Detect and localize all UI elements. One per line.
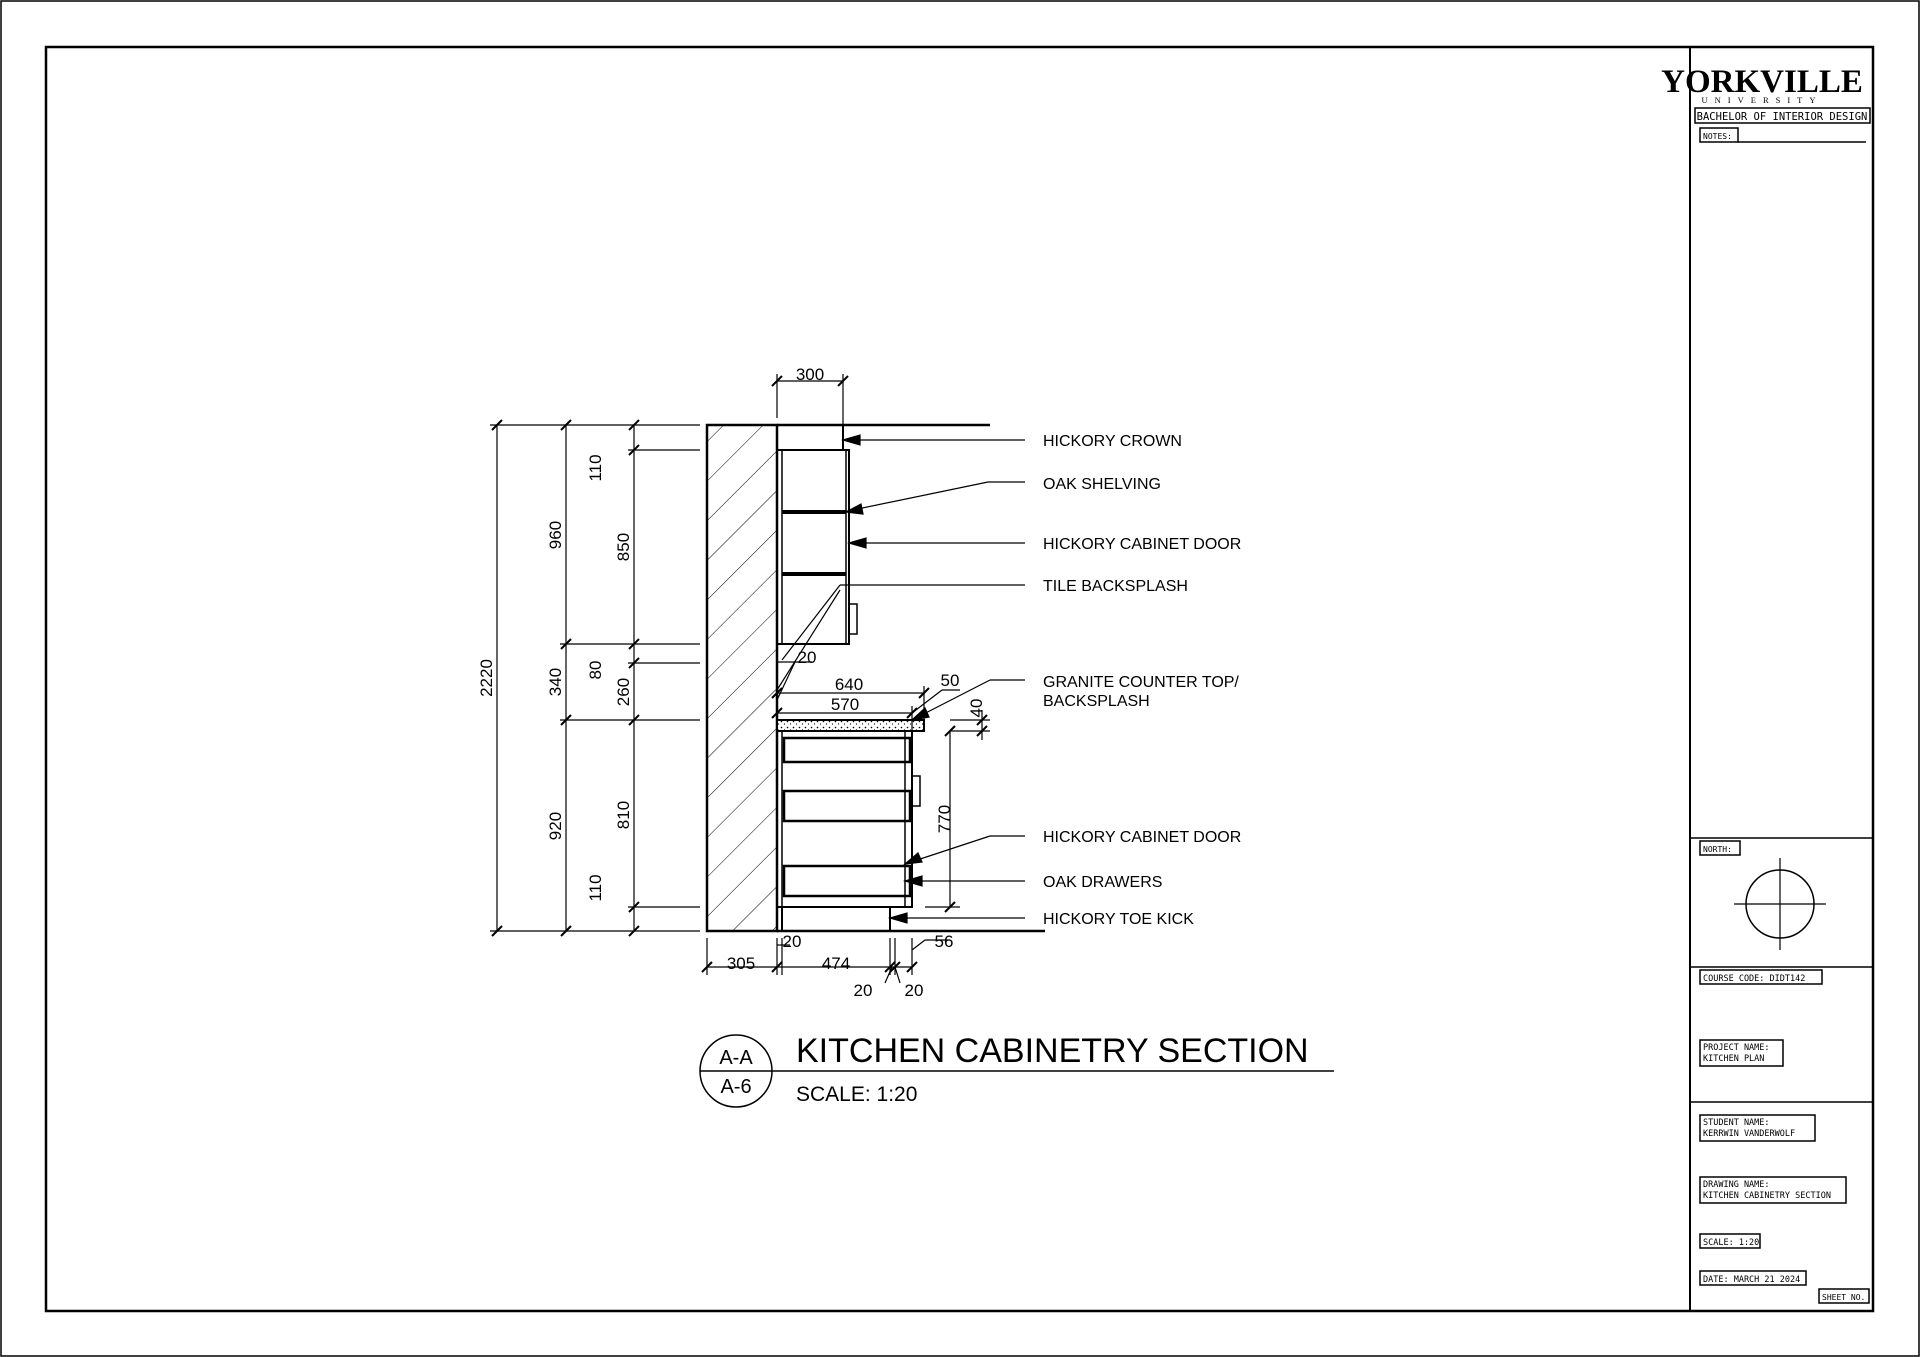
dim-20-bottom: 20 bbox=[783, 932, 802, 951]
drawing-name-label: DRAWING NAME: bbox=[1703, 1180, 1770, 1190]
callout-tile-backsplash: TILE BACKSPLASH bbox=[1043, 578, 1188, 595]
dim-474: 474 bbox=[822, 954, 850, 973]
upper-cabinet bbox=[776, 449, 850, 645]
course-code: COURSE CODE: DIDT142 bbox=[1703, 974, 1805, 984]
dim-20-right: 20 bbox=[905, 981, 924, 1000]
project-name-value: KITCHEN PLAN bbox=[1703, 1054, 1764, 1064]
dim-920: 920 bbox=[546, 812, 565, 840]
dim-340: 340 bbox=[546, 668, 565, 696]
inner-border bbox=[44, 45, 1875, 1313]
oak-drawer-2 bbox=[782, 789, 912, 823]
dim-305: 305 bbox=[727, 954, 755, 973]
callout-oak-shelving: OAK SHELVING bbox=[1043, 476, 1161, 493]
hickory-toe-kick bbox=[781, 906, 891, 932]
dim-20-left: 20 bbox=[854, 981, 873, 1000]
hickory-crown bbox=[776, 424, 844, 451]
program-name: BACHELOR OF INTERIOR DESIGN bbox=[1697, 111, 1868, 123]
logo-sub: UNIVERSITY bbox=[1702, 95, 1823, 105]
sheet-no-label: SHEET NO. bbox=[1822, 1293, 1865, 1302]
drawing-name-value: KITCHEN CABINETRY SECTION bbox=[1703, 1191, 1831, 1201]
dim-960: 960 bbox=[546, 521, 565, 549]
callout-labels: HICKORY CROWN OAK SHELVING HICKORY CABIN… bbox=[1043, 433, 1241, 928]
oak-drawer-1 bbox=[782, 736, 912, 764]
dim-56: 56 bbox=[935, 932, 954, 951]
drawing-title-block: A-A A-6 KITCHEN CABINETRY SECTION SCALE:… bbox=[699, 1032, 1334, 1108]
callout-granite-line-1: GRANITE COUNTER TOP/ bbox=[1043, 674, 1239, 691]
drawing-title: KITCHEN CABINETRY SECTION bbox=[796, 1032, 1309, 1070]
callout-leaders bbox=[781, 434, 1025, 924]
student-name-value: KERRWIN VANDERWOLF bbox=[1703, 1129, 1795, 1139]
callout-hickory-crown: HICKORY CROWN bbox=[1043, 433, 1182, 450]
dim-2220: 2220 bbox=[477, 659, 496, 697]
north-label: NORTH: bbox=[1703, 845, 1732, 854]
dimension-lines bbox=[490, 374, 990, 984]
dimension-labels: 300 2220 960 340 920 110 850 80 260 810 … bbox=[477, 365, 986, 1000]
callout-upper-cabinet-door: HICKORY CABINET DOOR bbox=[1043, 536, 1241, 553]
date-value: DATE: MARCH 21 2024 bbox=[1703, 1275, 1800, 1285]
section-tag-top: A-A bbox=[719, 1047, 753, 1069]
title-block: YORKVILLE UNIVERSITY BACHELOR OF INTERIO… bbox=[1661, 47, 1874, 1311]
logo-main: YORKVILLE bbox=[1661, 64, 1863, 100]
callout-granite-line-2: BACKSPLASH bbox=[1043, 693, 1150, 710]
cabinet-section bbox=[705, 423, 1045, 933]
callout-oak-drawers: OAK DRAWERS bbox=[1043, 874, 1162, 891]
dim-640: 640 bbox=[835, 675, 863, 694]
dim-260: 260 bbox=[614, 678, 633, 706]
callout-hickory-toe-kick: HICKORY TOE KICK bbox=[1043, 911, 1194, 928]
dim-300: 300 bbox=[796, 365, 824, 384]
base-cabinet bbox=[776, 730, 913, 908]
notes-label: NOTES: bbox=[1703, 132, 1732, 141]
dim-110-top: 110 bbox=[586, 454, 605, 481]
upper-handle bbox=[848, 603, 858, 635]
section-tag-bottom: A-6 bbox=[720, 1076, 751, 1098]
oak-drawer-3 bbox=[782, 864, 912, 898]
dim-50: 50 bbox=[941, 671, 960, 690]
dim-40: 40 bbox=[967, 699, 986, 718]
dim-810: 810 bbox=[614, 801, 633, 829]
dim-850: 850 bbox=[614, 533, 633, 561]
north-arrow-icon bbox=[1734, 858, 1826, 950]
dim-20-backsplash: 20 bbox=[798, 648, 817, 667]
callout-lower-cabinet-door: HICKORY CABINET DOOR bbox=[1043, 829, 1241, 846]
wall-section bbox=[705, 423, 779, 933]
section-tag-icon bbox=[699, 1034, 1334, 1108]
student-name-label: STUDENT NAME: bbox=[1703, 1118, 1770, 1128]
dim-80: 80 bbox=[586, 661, 605, 680]
dim-110-bottom: 110 bbox=[586, 874, 605, 901]
project-name-label: PROJECT NAME: bbox=[1703, 1043, 1770, 1053]
scale-value: SCALE: 1:20 bbox=[1703, 1238, 1759, 1248]
dim-770: 770 bbox=[935, 805, 954, 833]
drawing-scale: SCALE: 1:20 bbox=[796, 1083, 917, 1106]
lower-handle bbox=[911, 775, 921, 807]
granite-countertop bbox=[776, 719, 925, 732]
dim-570: 570 bbox=[831, 695, 859, 714]
